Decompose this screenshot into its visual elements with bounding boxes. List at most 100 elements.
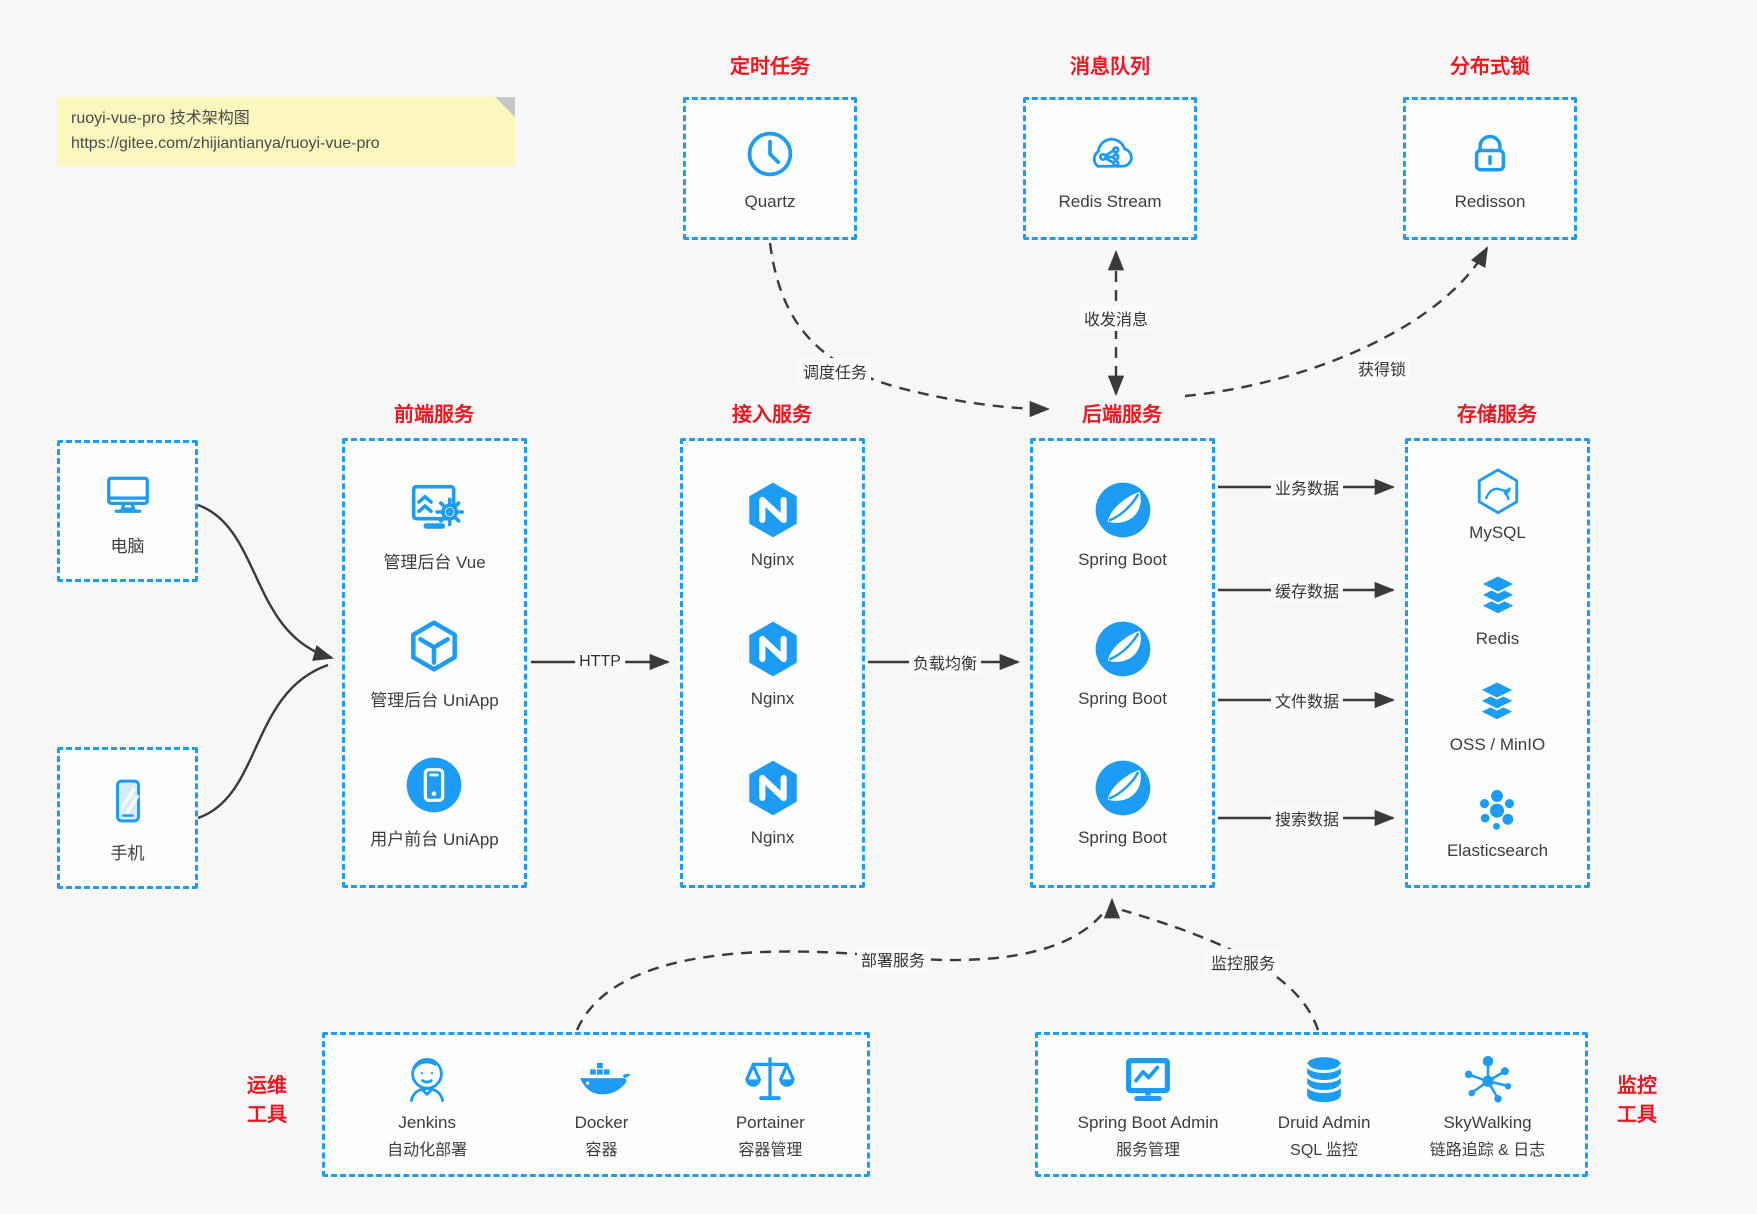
cube-icon	[402, 614, 466, 678]
node-admin-vue: 管理后台 Vue	[383, 476, 486, 573]
node-skywalking: SkyWalking 链路追踪 & 日志	[1429, 1050, 1546, 1160]
node-name: SkyWalking	[1443, 1112, 1532, 1132]
node-nginx-2: Nginx	[741, 617, 805, 709]
group-title-frontend: 前端服务	[394, 404, 474, 426]
spring-leaf-icon	[1091, 756, 1155, 820]
node-label: Redis	[1475, 629, 1520, 648]
stacked-layers-icon	[1471, 677, 1523, 729]
edge-label-load-balance: 负载均衡	[908, 649, 982, 675]
node-elasticsearch: Elasticsearch	[1447, 783, 1548, 861]
spring-leaf-icon	[1091, 617, 1155, 681]
edge-label-send-receive-message: 收发消息	[1079, 305, 1153, 331]
spring-leaf-icon	[1091, 478, 1155, 542]
node-label: OSS / MinIO	[1449, 735, 1546, 754]
node-label: Nginx	[750, 688, 795, 708]
node-desc: 链路追踪 & 日志	[1429, 1141, 1546, 1159]
ops-tools-title: 运维 工具	[232, 1072, 302, 1130]
edge-pc-to-frontend	[197, 503, 334, 661]
note-title: ruoyi-vue-pro 技术架构图	[71, 110, 250, 127]
cloud-queue-icon	[1082, 126, 1138, 182]
node-label: Redisson	[1454, 191, 1526, 211]
monitor-tools-box: Spring Boot Admin 服务管理 Druid Admin SQL 监…	[1035, 1032, 1588, 1177]
node-admin-uniapp: 管理后台 UniApp	[370, 614, 499, 711]
node-springboot-2: Spring Boot	[1078, 617, 1167, 709]
edge-label-business-data: 业务数据	[1270, 474, 1344, 500]
node-redis: Redis	[1472, 571, 1524, 649]
nginx-icon	[741, 756, 805, 820]
desktop-icon	[100, 466, 156, 522]
node-label: Elasticsearch	[1446, 841, 1549, 860]
node-label: Spring Boot	[1078, 827, 1167, 847]
node-redisson: Redisson	[1403, 97, 1577, 240]
edge-label-acquire-lock: 获得锁	[1353, 355, 1411, 381]
node-springboot-1: Spring Boot	[1078, 478, 1167, 570]
node-desc: 容器管理	[738, 1141, 803, 1159]
group-title-scheduled-jobs: 定时任务	[730, 56, 810, 78]
node-oss-minio: OSS / MinIO	[1450, 677, 1545, 755]
topology-nodes-icon	[1458, 1050, 1518, 1110]
node-name: Portainer	[735, 1112, 805, 1132]
node-nginx-3: Nginx	[741, 756, 805, 848]
node-label: 用户前台 UniApp	[370, 830, 499, 850]
monitor-tools-title-line2: 工具	[1617, 1104, 1657, 1126]
ops-tools-title-line2: 工具	[247, 1104, 287, 1126]
node-user-uniapp: 用户前台 UniApp	[370, 753, 499, 850]
node-desc: 服务管理	[1116, 1141, 1181, 1159]
node-label: Nginx	[750, 827, 795, 847]
node-redis-stream: Redis Stream	[1023, 97, 1197, 240]
group-title-storage: 存储服务	[1457, 404, 1537, 426]
node-name: Jenkins	[398, 1112, 456, 1132]
balance-scale-icon	[740, 1050, 800, 1110]
edge-label-monitor-service: 监控服务	[1206, 949, 1280, 975]
node-desc: 容器	[585, 1141, 618, 1159]
elasticsearch-cluster-icon	[1471, 783, 1523, 835]
group-title-distributed-lock: 分布式锁	[1450, 56, 1530, 78]
node-nginx-1: Nginx	[741, 478, 805, 570]
edge-acquire-lock	[1184, 246, 1489, 398]
nginx-icon	[741, 617, 805, 681]
admin-screen-gear-icon	[403, 476, 467, 540]
node-druid-admin: Druid Admin SQL 监控	[1277, 1050, 1371, 1160]
ops-tools-title-line1: 运维	[247, 1075, 287, 1097]
node-portainer: Portainer 容器管理	[736, 1050, 805, 1160]
monitor-tools-title: 监控 工具	[1602, 1072, 1672, 1130]
storage-services-box: MySQL Redis OSS / MinIO	[1405, 438, 1590, 888]
mobile-app-circle-icon	[402, 753, 466, 817]
group-title-backend: 后端服务	[1082, 404, 1162, 426]
node-name: Spring Boot Admin	[1077, 1112, 1219, 1132]
node-label: 管理后台 UniApp	[370, 691, 499, 711]
group-title-message-queue: 消息队列	[1070, 56, 1150, 78]
edge-label-http: HTTP	[575, 652, 625, 672]
note-url: https://gitee.com/zhijiantianya/ruoyi-vu…	[71, 134, 380, 152]
ops-tools-box: Jenkins 自动化部署 Docker 容器	[322, 1032, 870, 1177]
edge-deploy-service	[575, 911, 1105, 1031]
group-title-gateway: 接入服务	[732, 404, 812, 426]
jenkins-butler-icon	[397, 1050, 457, 1110]
monitor-chart-icon	[1118, 1050, 1178, 1110]
database-cylinder-icon	[1294, 1050, 1354, 1110]
clock-icon	[742, 126, 798, 182]
node-label: Redis Stream	[1058, 191, 1162, 211]
node-label: Spring Boot	[1078, 688, 1167, 708]
frontend-services-box: 管理后台 Vue 管理后台 UniApp 用户前台 UniApp	[342, 438, 527, 888]
node-label: 管理后台 Vue	[383, 552, 486, 572]
nginx-icon	[741, 478, 805, 542]
node-docker: Docker 容器	[572, 1050, 632, 1160]
lock-icon	[1462, 126, 1518, 182]
monitor-tools-title-line1: 监控	[1617, 1075, 1657, 1097]
edge-label-file-data: 文件数据	[1270, 687, 1344, 713]
node-pc-client: 电脑	[57, 440, 198, 582]
sticky-note: ruoyi-vue-pro 技术架构图 https://gitee.com/zh…	[57, 97, 515, 166]
node-name: Druid Admin	[1277, 1112, 1371, 1132]
node-springboot-3: Spring Boot	[1078, 756, 1167, 848]
node-desc: 自动化部署	[387, 1141, 468, 1159]
node-label: MySQL	[1469, 523, 1526, 542]
node-mobile-client: 手机	[57, 747, 198, 889]
node-desc: SQL 监控	[1290, 1141, 1359, 1159]
mysql-dolphin-icon	[1472, 465, 1524, 517]
edge-label-cache-data: 缓存数据	[1270, 577, 1344, 603]
edge-phone-to-frontend	[197, 663, 329, 820]
smartphone-icon	[100, 773, 156, 829]
node-jenkins: Jenkins 自动化部署	[387, 1050, 467, 1160]
